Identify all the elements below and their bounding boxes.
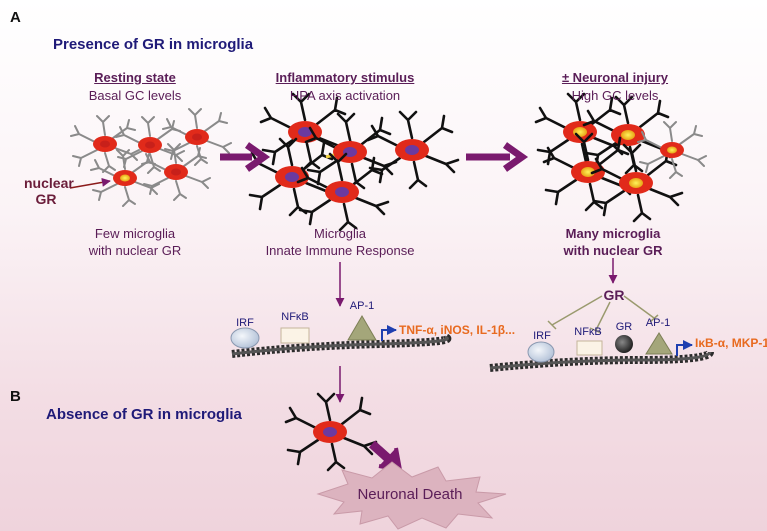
nuclear-gr-label: nuclear GR [24, 175, 74, 207]
caption-inflammatory-line-2: Innate Immune Response [265, 243, 415, 258]
caption-inflammatory-line-1: Microglia [313, 226, 366, 241]
transcription-arrow-left [381, 325, 397, 341]
nuclear-gr-label-line-1: nuclear [24, 175, 74, 191]
nfkb-label-left: NFκB [281, 311, 309, 323]
irf-label-left: IRF [236, 317, 254, 329]
caption-injury-line-2: with nuclear GR [563, 243, 663, 258]
neuronal-death-label: Neuronal Death [357, 486, 463, 503]
nuclear-gr-pointer [69, 177, 111, 189]
ap1-factor-left [347, 315, 377, 341]
caption-injury: Many microglia with nuclear GR [538, 225, 688, 259]
nuclear-gr-label-line-2: GR [35, 191, 57, 207]
nfkb-label-right: NFκB [574, 326, 602, 338]
ap1-label-right: AP-1 [645, 317, 671, 329]
left-dna-strand [231, 333, 452, 358]
stage-subheading-inflammatory: HPA axis activation [289, 88, 401, 103]
stage-heading-inflammatory: Inflammatory stimulus [275, 70, 415, 85]
ap1-label-left: AP-1 [349, 300, 375, 312]
panel-b-title: Absence of GR in microglia [46, 406, 242, 423]
neuronal-death-burst [316, 461, 507, 530]
anti-inflammatory-products: IκB-α, MKP-1 [695, 336, 767, 350]
irf-label-right: IRF [533, 330, 551, 342]
caption-resting: Few microglia with nuclear GR [60, 225, 210, 259]
pro-inflammatory-products: TNF-α, iNOS, IL-1β... [399, 323, 516, 337]
irf-factor-left [230, 327, 260, 349]
right-dna-strand [489, 350, 714, 372]
gr-inhibition-lines [547, 295, 659, 334]
panel-a-title: Presence of GR in microglia [53, 36, 254, 53]
stage-arrow-2 [466, 142, 529, 172]
injury-microglia-cluster [534, 92, 707, 223]
irf-factor-right [527, 341, 555, 363]
stage-heading-resting: Resting state [94, 70, 176, 85]
nfkb-factor-right [576, 340, 603, 356]
gr-factor-right [615, 335, 633, 353]
stage-subheading-resting: Basal GC levels [88, 88, 182, 103]
panel-b-microglia [284, 392, 378, 472]
nfkb-factor-left [280, 327, 310, 344]
caption-injury-line-1: Many microglia [565, 226, 661, 241]
panel-letter-b: B [10, 388, 21, 405]
caption-resting-line-1: Few microglia [94, 226, 176, 241]
panel-letter-a: A [10, 9, 21, 26]
stage-heading-injury: ± Neuronal injury [561, 70, 669, 85]
activated-microglia-cluster [246, 92, 460, 232]
stage-subheading-injury: High GC levels [571, 88, 659, 103]
resting-microglia-cluster [70, 108, 232, 207]
transcription-arrow-right [676, 340, 693, 356]
gr-top-label: GR [603, 287, 625, 303]
caption-resting-line-2: with nuclear GR [88, 243, 182, 258]
caption-inflammatory: Microglia Innate Immune Response [250, 225, 430, 259]
stage-arrow-1 [220, 142, 271, 172]
ap1-factor-right [645, 332, 673, 355]
gr-label-right: GR [615, 321, 633, 333]
